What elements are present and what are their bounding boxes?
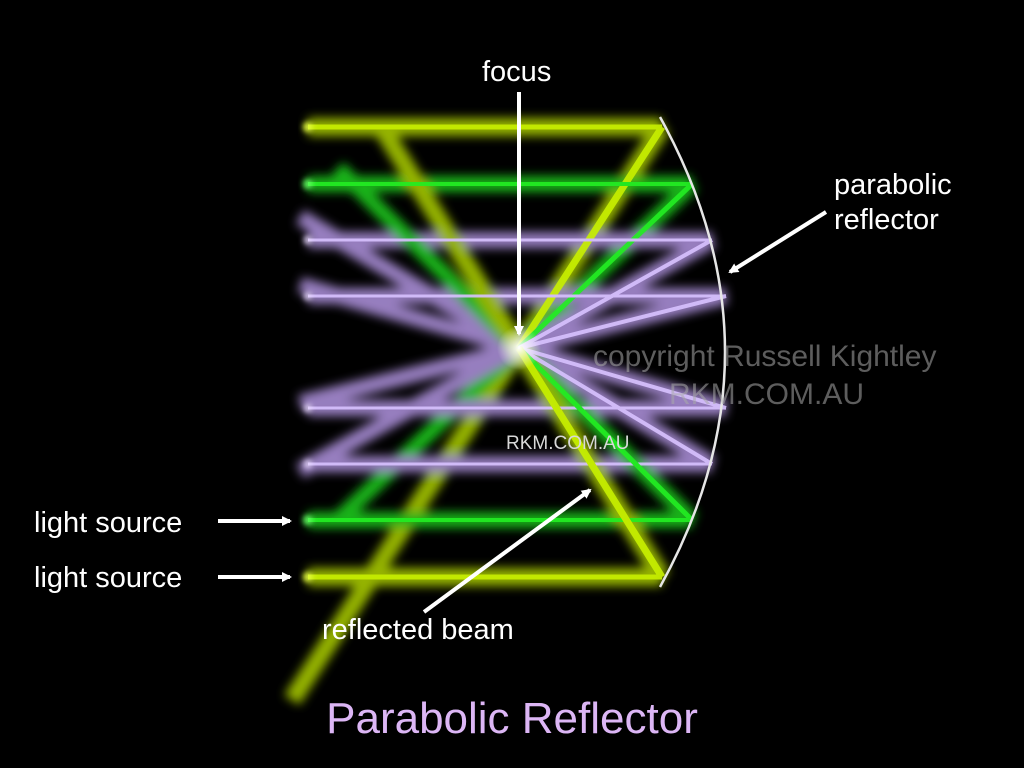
watermark-site-small: RKM.COM.AU (506, 433, 630, 455)
reflected-beam-arrow (424, 490, 590, 612)
page-title: Parabolic Reflector (0, 694, 1024, 744)
light-source-label-2: light source (34, 564, 182, 593)
reflector-arrow (730, 212, 826, 272)
watermark-copyright: copyright Russell Kightley (593, 340, 937, 374)
parabolic-reflector-label: parabolic reflector (834, 168, 952, 238)
focus-label: focus (482, 58, 551, 87)
parabolic-label-line1: parabolic (834, 168, 952, 203)
reflected-beam-label: reflected beam (322, 616, 514, 645)
light-source-label-1: light source (34, 509, 182, 538)
parabolic-label-line2: reflector (834, 203, 952, 238)
watermark-site: RKM.COM.AU (669, 378, 864, 412)
